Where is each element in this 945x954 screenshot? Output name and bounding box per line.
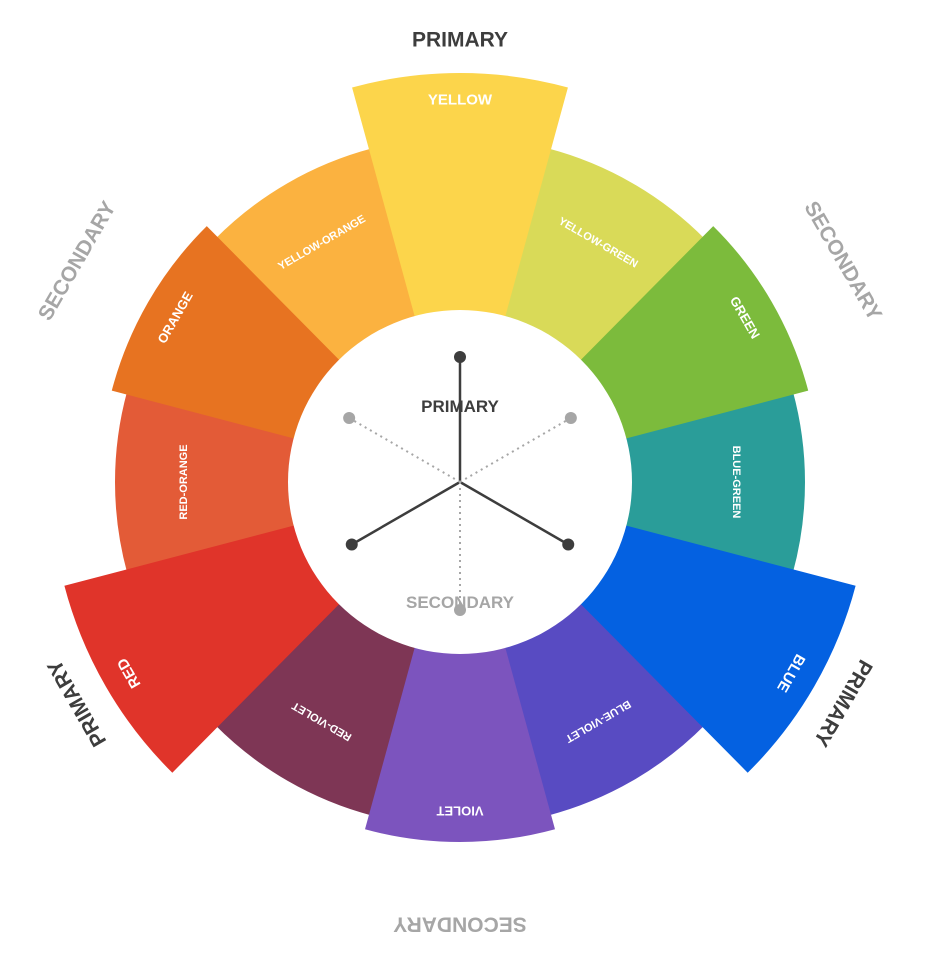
segment-red-violet — [214, 601, 417, 816]
segment-red — [64, 525, 341, 773]
outer-label-violet: SECONDARY — [393, 913, 526, 936]
segment-red-orange — [115, 390, 297, 574]
hub-primary-label: PRIMARY — [421, 397, 499, 416]
segment-label-yellow: YELLOW — [428, 92, 493, 109]
primary-spoke — [351, 480, 461, 546]
outer-label-green: SECONDARY — [799, 197, 886, 324]
segment-yellow-orange — [214, 148, 417, 363]
primary-dot — [454, 351, 466, 363]
segment-label-blue-green: BLUE-GREEN — [730, 446, 742, 519]
segment-blue-violet — [503, 601, 706, 816]
segments-layer: YELLOWYELLOW-GREENGREENBLUE-GREENBLUEBLU… — [64, 73, 856, 842]
segment-green — [579, 226, 809, 439]
primary-dot — [562, 538, 575, 551]
segment-label-violet: VIOLET — [436, 804, 483, 819]
segment-label-red-orange: RED-ORANGE — [178, 444, 190, 519]
secondary-dot — [564, 412, 577, 424]
segment-yellow-green — [503, 148, 706, 363]
segment-blue-green — [623, 390, 805, 574]
hub-secondary-label: SECONDARY — [406, 593, 515, 612]
secondary-dot — [454, 604, 466, 616]
segment-yellow — [352, 73, 568, 319]
center-hub: PRIMARY SECONDARY — [288, 310, 632, 654]
hub-lines — [343, 351, 577, 616]
primary-dot — [345, 538, 358, 551]
outer-label-orange: SECONDARY — [34, 197, 121, 324]
secondary-dot — [343, 412, 356, 424]
outer-label-yellow: PRIMARY — [412, 29, 508, 52]
segment-blue — [579, 525, 856, 773]
primary-spoke — [459, 480, 569, 546]
segment-orange — [111, 226, 341, 439]
segment-violet — [365, 645, 555, 842]
